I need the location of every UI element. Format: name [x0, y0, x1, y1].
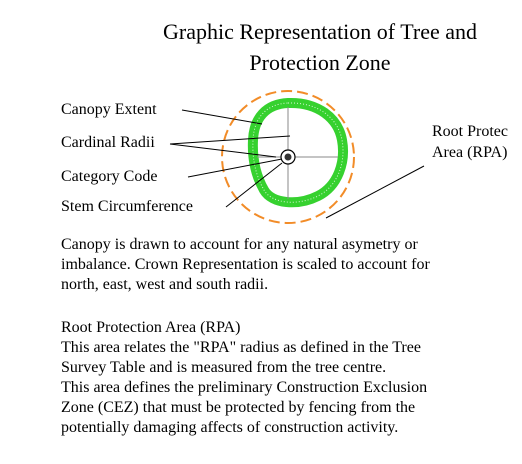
rpa-paragraph-line-4: Zone (CEZ) that must be protected by fen… [61, 399, 416, 416]
leader-category-code [187, 158, 283, 178]
leader-cardinal-radii-2 [169, 143, 277, 158]
rpa-paragraph-line-5: potentially damaging affects of construc… [61, 419, 399, 436]
canopy-outline [247, 97, 348, 208]
diagram-title-line-2: Protection Zone [249, 50, 391, 75]
canopy-paragraph-line-3: north, east, west and south radii. [61, 276, 269, 293]
rpa-heading: Root Protection Area (RPA) [61, 319, 241, 336]
rpa-paragraph-line-1: This area relates the "RPA" radius as de… [61, 339, 421, 356]
leader-cardinal-radii-1 [169, 135, 291, 145]
rpa-paragraph-line-2: Survey Table and is measured from the tr… [61, 359, 387, 376]
canopy-paragraph-line-1: Canopy is drawn to account for any natur… [61, 236, 418, 253]
diagram-title-line-1: Graphic Representation of Tree and [162, 19, 478, 44]
leader-stem-circumference [225, 162, 283, 208]
canopy-texture [252, 102, 344, 203]
rpa-dashed-circle [221, 90, 355, 224]
category-code-dot [284, 153, 292, 161]
label-canopy-extent: Canopy Extent [61, 101, 157, 118]
canopy-paragraph-line-2: imbalance. Crown Representation is scale… [61, 256, 430, 273]
label-cardinal-radii: Cardinal Radii [61, 134, 155, 151]
leader-rpa [325, 165, 425, 219]
label-stem-circumference: Stem Circumference [61, 198, 193, 215]
rpa-paragraph-line-3: This area defines the preliminary Constr… [61, 379, 428, 396]
leader-canopy-extent [181, 109, 263, 125]
label-rpa-line-2: Area (RPA) [432, 144, 508, 161]
label-category-code: Category Code [61, 168, 158, 185]
label-rpa-line-1: Root Protec [432, 123, 508, 140]
